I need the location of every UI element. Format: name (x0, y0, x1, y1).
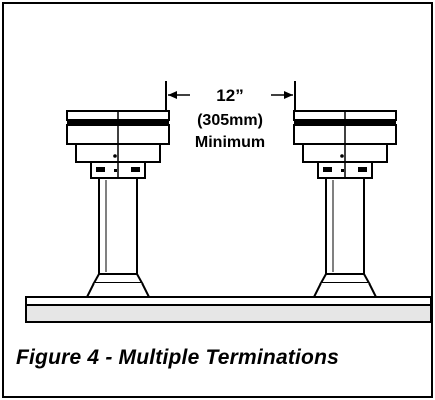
dimension-qualifier: Minimum (195, 134, 265, 151)
dimension-arrow-left (168, 91, 190, 99)
dimension-arrow-right (271, 91, 293, 99)
dimension-value: 12” (216, 86, 243, 105)
figure-caption: Figure 4 - Multiple Terminations (16, 346, 339, 369)
roof-line (25, 296, 432, 323)
left-termination-cap (66, 110, 170, 298)
dimension-metric: (305mm) (197, 112, 263, 129)
right-termination-cap (293, 110, 397, 298)
